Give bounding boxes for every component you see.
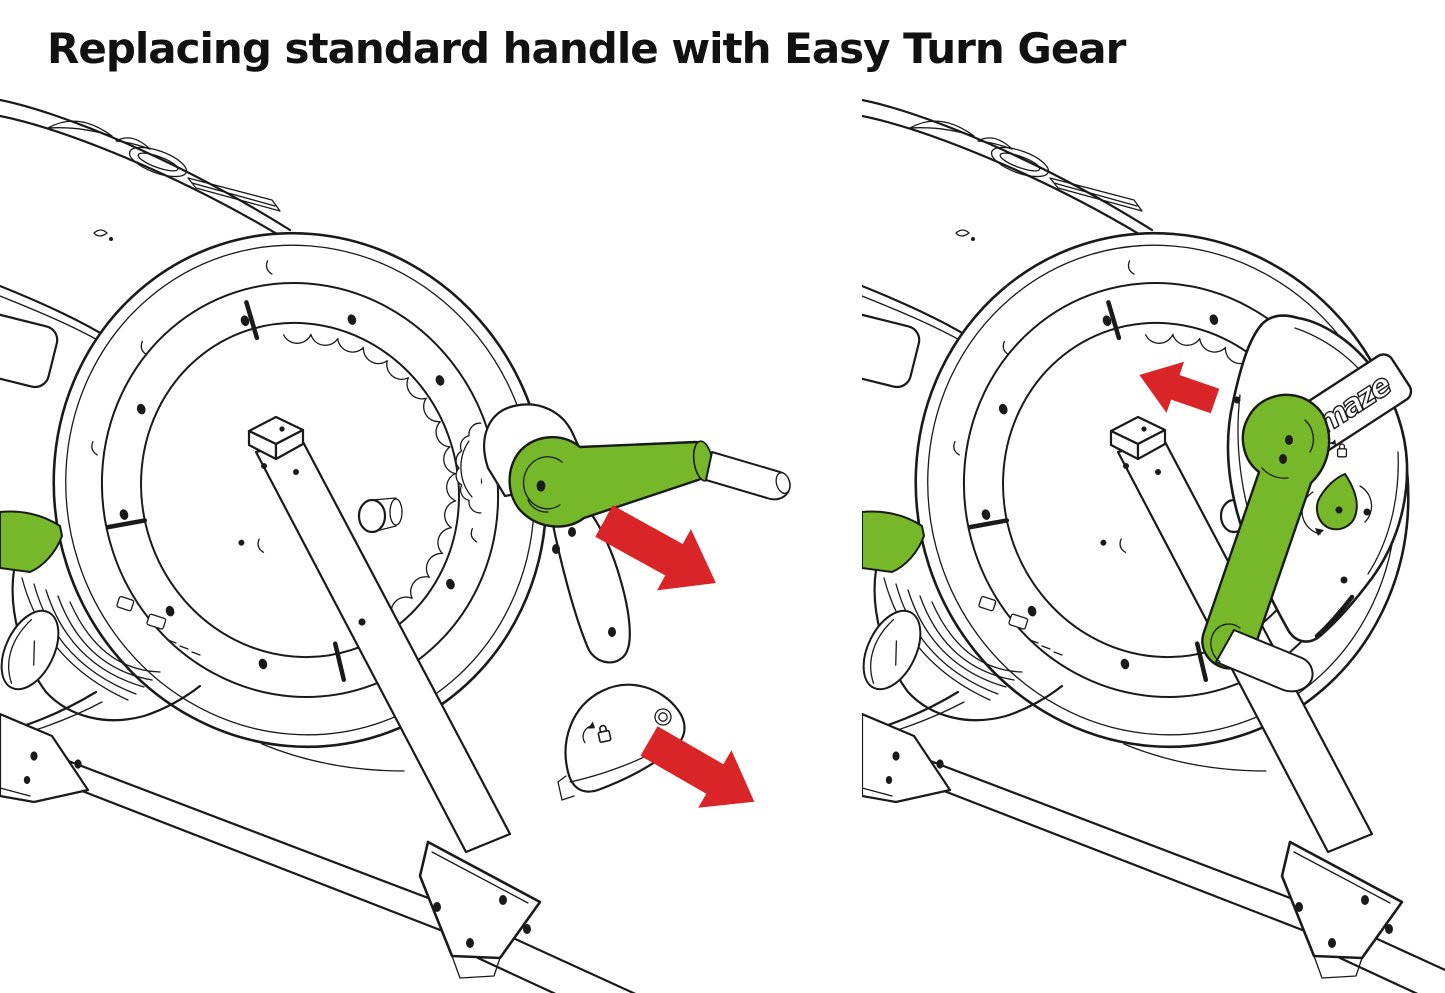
handle-mount-plate <box>550 513 631 664</box>
crank-grip <box>1215 629 1314 693</box>
page-title: Replacing standard handle with Easy Turn… <box>47 24 1126 73</box>
left-panel <box>0 100 791 993</box>
right-panel: maze <box>820 100 1445 993</box>
crank-handle <box>1201 393 1331 693</box>
composter-drum-left <box>0 100 640 993</box>
handle-cover <box>557 683 686 801</box>
locking-knob <box>1315 473 1358 531</box>
standard-handle-assembly <box>455 403 791 664</box>
